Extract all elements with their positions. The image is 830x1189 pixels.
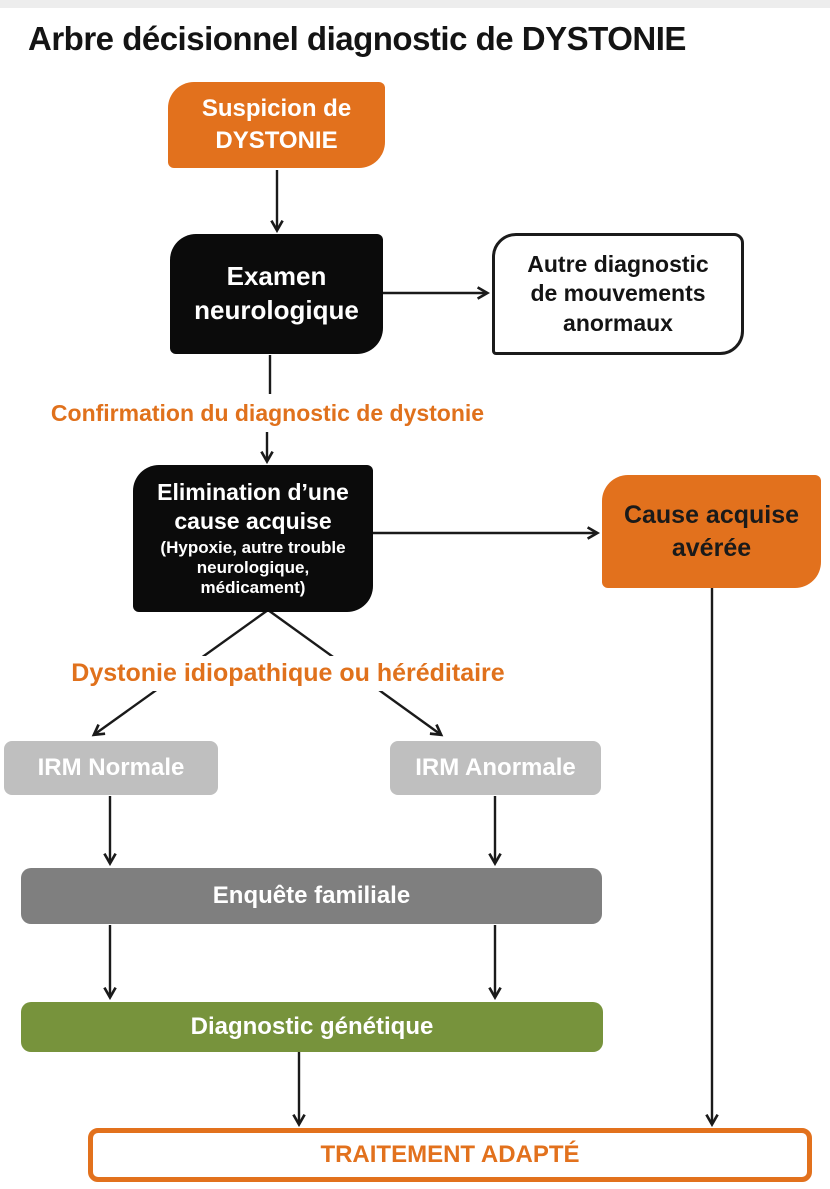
page-title: Arbre décisionnel diagnostic de DYSTONIE xyxy=(28,20,686,57)
top-border-strip xyxy=(0,0,830,8)
node-elimination-main-text: Elimination d’une cause acquise xyxy=(157,479,349,534)
node-examen-neurologique: Examen neurologique xyxy=(170,234,383,354)
node-diagnostic-genetique: Diagnostic génétique xyxy=(21,1002,603,1052)
node-cause-acquise-averee: Cause acquise avérée xyxy=(602,475,821,588)
node-autre-diagnostic: Autre diagnostic de mouvements anormaux xyxy=(492,233,744,355)
node-traitement-adapte: TRAITEMENT ADAPTÉ xyxy=(88,1128,812,1182)
node-irm-anormale: IRM Anormale xyxy=(390,741,601,795)
node-suspicion-dystonie: Suspicion de DYSTONIE xyxy=(168,82,385,168)
node-irm-normale: IRM Normale xyxy=(4,741,218,795)
label-confirmation-diagnostic: Confirmation du diagnostic de dystonie xyxy=(25,398,510,429)
node-enquete-familiale: Enquête familiale xyxy=(21,868,602,924)
node-elimination-cause-acquise: Elimination d’une cause acquise (Hypoxie… xyxy=(133,465,373,612)
label-dystonie-idiopathique: Dystonie idiopathique ou héréditaire xyxy=(38,656,538,691)
node-elimination-sub-text: (Hypoxie, autre trouble neurologique, mé… xyxy=(160,537,346,598)
